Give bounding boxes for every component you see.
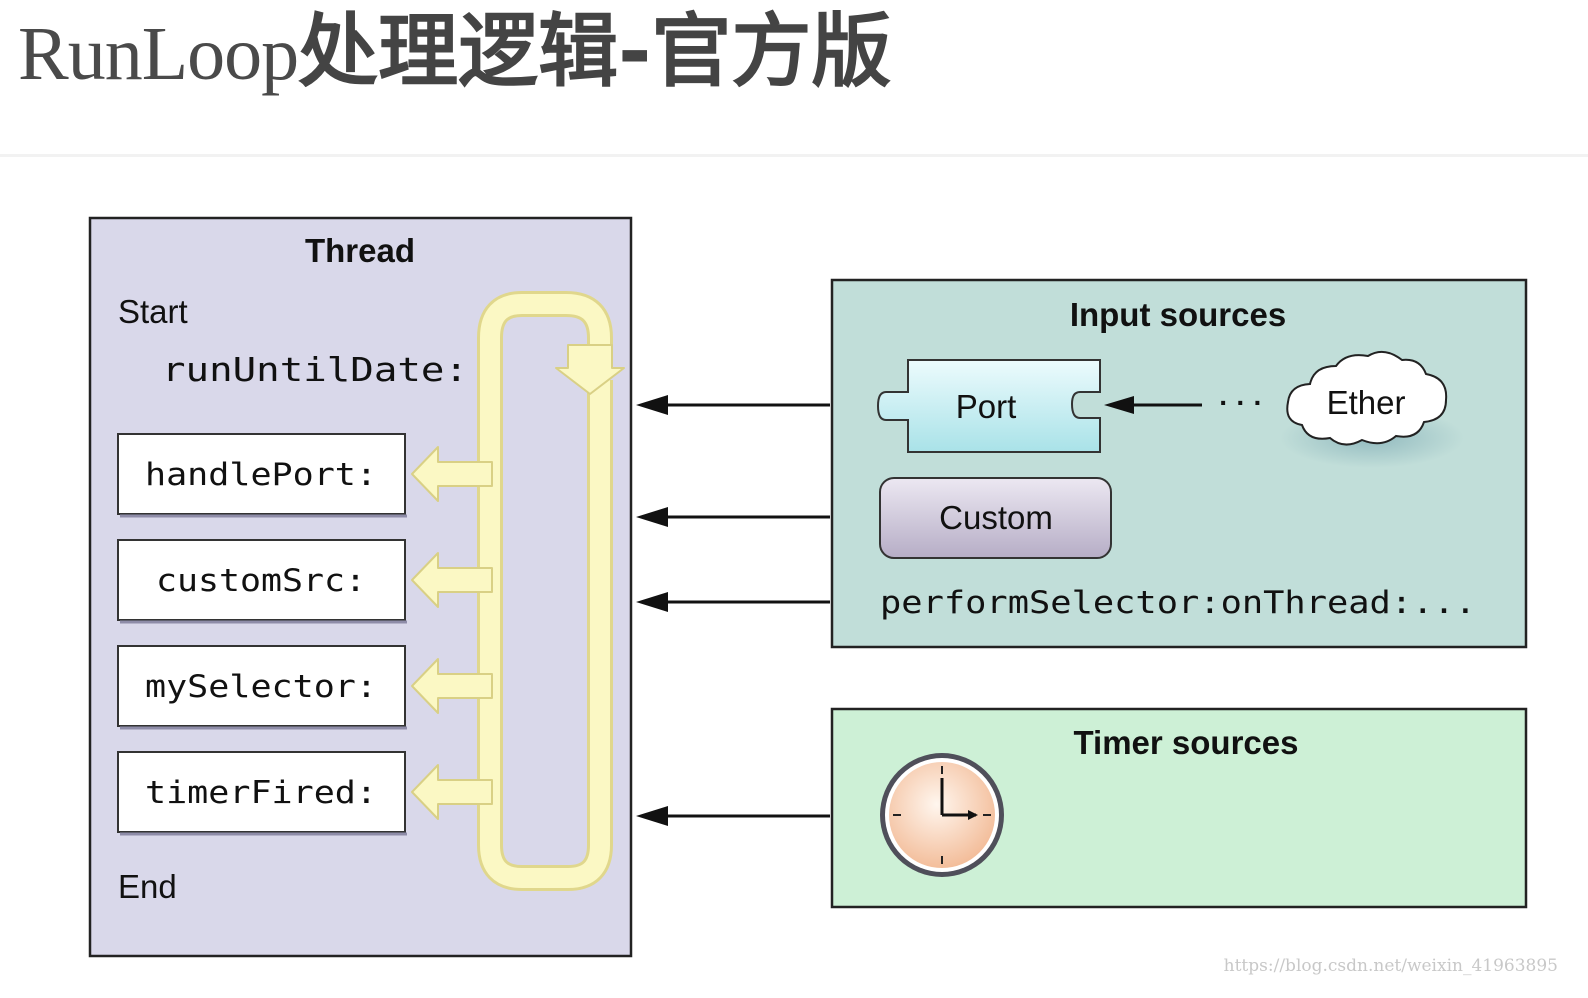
custom-label: Custom: [939, 499, 1053, 536]
handler-box-timerfired: timerFired:: [117, 751, 407, 836]
arrowhead-icon: [636, 806, 668, 826]
run-until-date-label: runUntilDate:: [162, 350, 468, 389]
handler-customsrc-label: customSrc:: [156, 563, 366, 599]
timer-sources-title: Timer sources: [1073, 724, 1298, 761]
handler-timerfired-label: timerFired:: [145, 775, 377, 811]
handler-myselector-label: mySelector:: [145, 669, 377, 705]
ether-to-port-arrow: · · ·: [1104, 387, 1263, 418]
loop-branch-arrow: [411, 446, 493, 502]
ether-cloud-icon: Ether: [1280, 350, 1464, 468]
loop-branch-arrow: [411, 658, 493, 714]
arrowhead-icon: [636, 395, 668, 415]
thread-title: Thread: [305, 232, 415, 269]
port-node: Port: [876, 359, 1101, 453]
loop-branch-arrow: [411, 552, 493, 608]
arrowhead-icon: [1104, 396, 1134, 414]
thread-panel: Thread Start runUntilDate: handlePort: c…: [88, 216, 633, 958]
input-sources-panel: Input sources Port · · · Ether Custom pe…: [830, 278, 1528, 649]
source-connector-arrows: [636, 395, 830, 826]
ether-label: Ether: [1327, 384, 1406, 421]
watermark-url: https://blog.csdn.net/weixin_41963895: [1223, 956, 1558, 976]
timer-sources-panel: Timer sources: [830, 707, 1528, 909]
runloop-loop-arrow: [411, 291, 625, 891]
clock-icon: [880, 753, 1004, 877]
page-title-chinese: 处理逻辑-官方版: [298, 5, 892, 98]
custom-node: Custom: [879, 477, 1112, 559]
title-divider: [0, 154, 1588, 157]
handler-box-customsrc: customSrc:: [117, 539, 407, 624]
arrowhead-icon: [636, 592, 668, 612]
handler-handleport-label: handlePort:: [145, 457, 377, 493]
page-title: RunLoop处理逻辑-官方版: [18, 2, 891, 102]
port-label: Port: [956, 388, 1017, 425]
loop-branch-arrow: [411, 764, 493, 820]
handler-box-handleport: handlePort:: [117, 433, 407, 518]
perform-selector-label: performSelector:onThread:...: [880, 585, 1476, 621]
page-title-latin: RunLoop: [18, 12, 299, 96]
ellipsis-dots: · · ·: [1219, 387, 1263, 418]
input-sources-title: Input sources: [1070, 296, 1286, 333]
thread-start-label: Start: [118, 293, 188, 330]
handler-box-myselector: mySelector:: [117, 645, 407, 730]
arrowhead-icon: [636, 507, 668, 527]
thread-end-label: End: [118, 868, 177, 905]
